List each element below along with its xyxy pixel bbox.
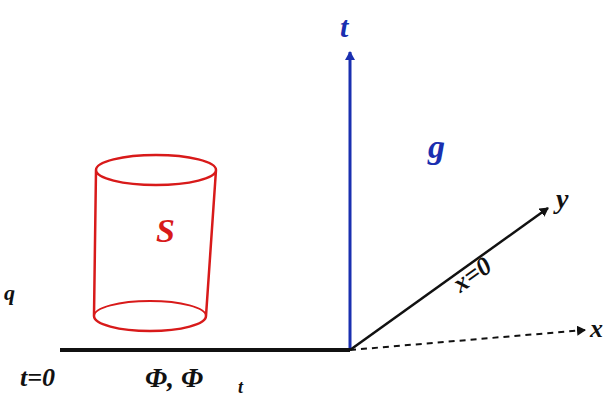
t-axis [349,52,352,350]
field-name: g [428,130,445,164]
region-label: S [156,214,175,248]
t0-boundary [60,348,350,352]
variable-name: q [4,282,15,304]
variable-name: Φ, Φ [145,364,203,392]
cylinder-outline [88,148,223,338]
axis-name: y [556,185,568,213]
cylinder-region: S [88,148,223,338]
axis-name: x [590,316,603,342]
axis-note: x=0 [448,253,496,298]
time-note: t=0 [20,365,55,391]
subscript: t [238,378,243,396]
y-axis [350,208,548,350]
axis-name: t [340,12,348,42]
x-axis [350,330,585,350]
